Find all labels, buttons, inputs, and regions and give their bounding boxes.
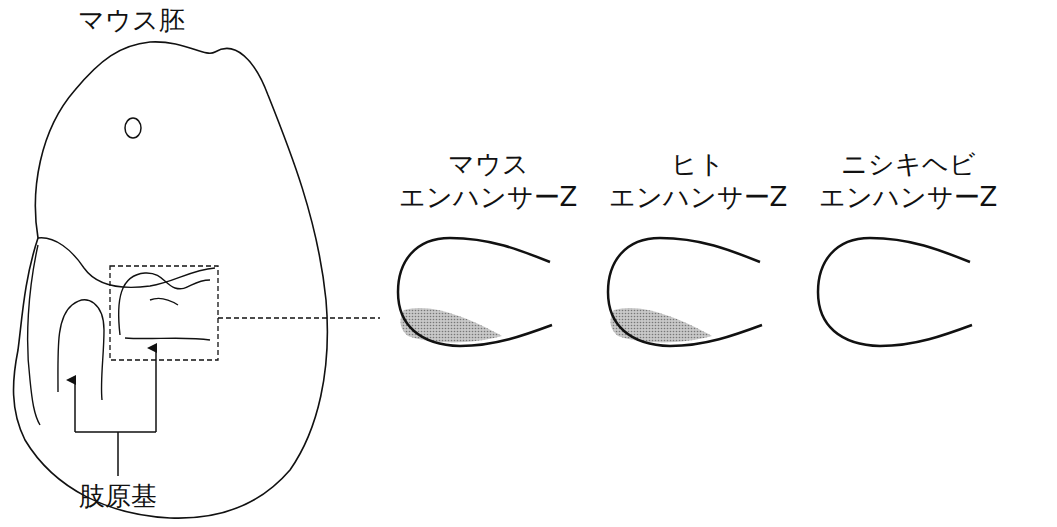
dashed-box xyxy=(110,266,218,360)
sample-label: ニシキヘビ エンハンサーZ xyxy=(819,148,998,213)
sample-label: マウス エンハンサーZ xyxy=(399,148,578,213)
inner-contour xyxy=(38,238,215,287)
figure-title: マウス胚 xyxy=(78,4,185,37)
arrow xyxy=(155,348,157,432)
arrow xyxy=(74,380,76,432)
embryo-outline xyxy=(14,42,328,518)
sample-label: ヒト エンハンサーZ xyxy=(609,148,788,213)
limb-bud xyxy=(119,273,210,340)
tail-contour xyxy=(28,245,40,425)
eye xyxy=(125,118,141,138)
part-label: 肢原基 xyxy=(79,480,157,513)
limb-bud xyxy=(58,300,104,400)
dashed-leader xyxy=(218,317,380,318)
leader-line xyxy=(75,432,156,476)
bud-human xyxy=(608,238,762,346)
bud-mouse xyxy=(398,238,552,346)
bud-python xyxy=(818,238,972,346)
